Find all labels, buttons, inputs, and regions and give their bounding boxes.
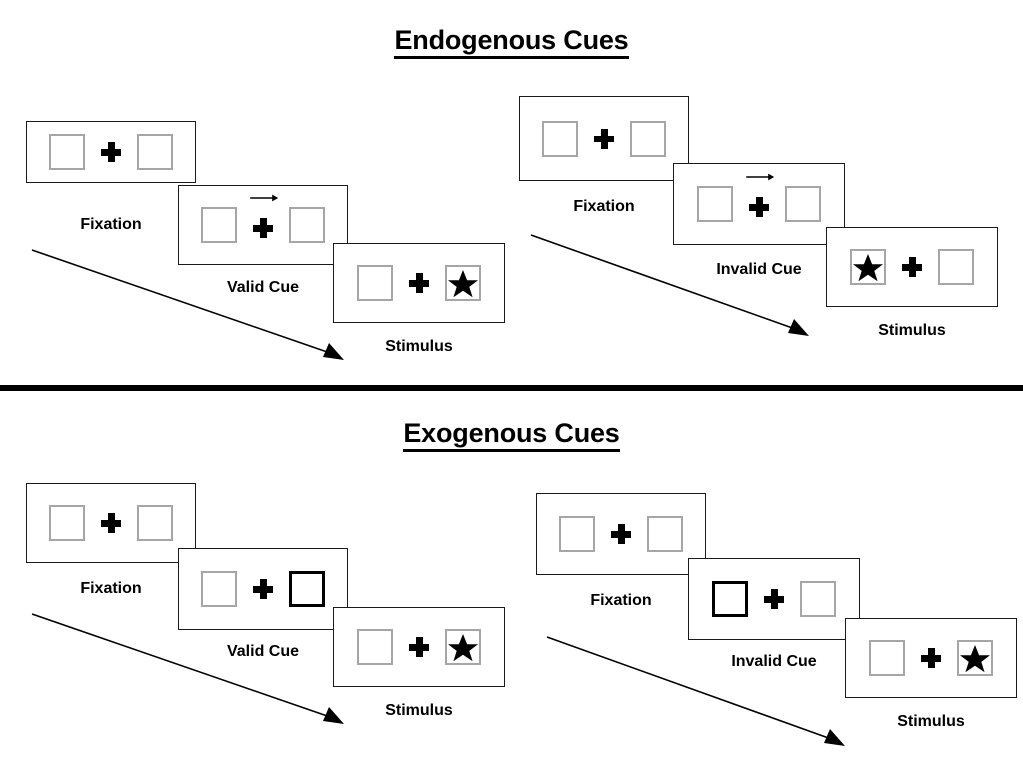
target-box-left	[201, 207, 237, 243]
caption-endogenous-valid-stimulus: Stimulus	[385, 338, 453, 355]
frame-content	[201, 194, 325, 243]
caption-exogenous-invalid-stimulus: Stimulus	[897, 713, 965, 730]
target-box-right	[800, 581, 836, 617]
fixation-cross-icon	[253, 579, 273, 599]
target-box-right	[445, 629, 481, 665]
target-box-left	[850, 249, 886, 285]
target-box-left	[49, 505, 85, 541]
fixation-gap	[733, 173, 785, 222]
trial-frame-exogenous-invalid-fixation	[536, 493, 706, 575]
target-box-right-cued	[289, 571, 325, 607]
fixation-cross-icon	[921, 648, 941, 668]
caption-endogenous-invalid-stimulus: Stimulus	[878, 322, 946, 339]
fixation-cross-icon	[253, 218, 273, 238]
trial-frame-exogenous-valid-cue	[178, 548, 348, 630]
caption-endogenous-valid-cue: Valid Cue	[226, 279, 300, 296]
frame-content	[542, 120, 666, 157]
frame-content	[850, 249, 974, 285]
target-box-right	[938, 249, 974, 285]
frame-content	[357, 629, 481, 665]
target-box-left	[559, 516, 595, 552]
fixation-gap	[595, 516, 647, 552]
frame-content	[697, 173, 821, 222]
star-target-icon	[448, 633, 478, 661]
caption-exogenous-valid-stimulus: Stimulus	[385, 702, 453, 719]
frame-content	[559, 516, 683, 552]
fixation-gap	[85, 134, 137, 170]
target-box-left	[542, 120, 578, 157]
caption-endogenous-valid-fixation: Fixation	[80, 216, 142, 233]
time-flow-arrow-icon	[546, 636, 845, 746]
section-title-endogenous: Endogenous Cues	[0, 25, 1023, 59]
trial-frame-endogenous-valid-cue	[178, 185, 348, 265]
section-divider	[0, 385, 1023, 391]
target-box-right	[137, 134, 173, 170]
fixation-gap	[393, 629, 445, 665]
target-box-left	[869, 640, 905, 676]
caption-exogenous-invalid-cue: Invalid Cue	[731, 653, 817, 670]
fixation-cross-icon	[611, 524, 631, 544]
target-box-left	[49, 134, 85, 170]
section-title-endogenous-text: Endogenous Cues	[394, 25, 629, 59]
fixation-gap	[237, 571, 289, 607]
fixation-gap	[905, 640, 957, 676]
target-box-right	[785, 186, 821, 222]
caption-endogenous-invalid-cue: Invalid Cue	[716, 261, 802, 278]
target-box-left	[357, 265, 393, 301]
fixation-cross-icon	[101, 142, 121, 162]
fixation-cross-icon	[101, 513, 121, 533]
fixation-gap	[393, 265, 445, 301]
fixation-cross-icon	[764, 589, 784, 609]
target-box-left	[357, 629, 393, 665]
fixation-cross-icon	[594, 128, 614, 149]
caption-endogenous-invalid-fixation: Fixation	[573, 198, 635, 215]
target-box-right	[647, 516, 683, 552]
star-target-icon	[960, 644, 990, 672]
trial-frame-exogenous-invalid-stimulus	[845, 618, 1017, 698]
trial-frame-exogenous-valid-fixation	[26, 483, 196, 563]
fixation-cross-icon	[409, 637, 429, 657]
right-arrow-cue-icon	[249, 193, 279, 203]
caption-exogenous-invalid-fixation: Fixation	[590, 592, 652, 609]
caption-exogenous-valid-fixation: Fixation	[80, 580, 142, 597]
right-arrow-cue-icon	[745, 172, 775, 182]
star-target-icon	[448, 269, 478, 297]
section-title-exogenous-text: Exogenous Cues	[403, 418, 620, 452]
frame-content	[201, 571, 325, 607]
fixation-gap	[748, 581, 800, 617]
target-box-right	[289, 207, 325, 243]
trial-frame-endogenous-valid-fixation	[26, 121, 196, 183]
target-box-right	[630, 120, 666, 157]
frame-content	[49, 134, 173, 170]
target-box-left	[201, 571, 237, 607]
trial-frame-exogenous-invalid-cue	[688, 558, 860, 640]
target-box-right	[445, 265, 481, 301]
target-box-left-cued	[712, 581, 748, 617]
fixation-gap	[886, 249, 938, 285]
fixation-cross-icon	[749, 197, 769, 217]
frame-content	[49, 505, 173, 541]
target-box-right	[137, 505, 173, 541]
frame-content	[357, 265, 481, 301]
time-flow-arrow-icon	[530, 234, 809, 336]
fixation-gap	[237, 194, 289, 243]
fixation-gap	[85, 505, 137, 541]
fixation-gap	[578, 121, 630, 157]
fixation-cross-icon	[902, 257, 922, 277]
target-box-right	[957, 640, 993, 676]
frame-content	[869, 640, 993, 676]
trial-frame-exogenous-valid-stimulus	[333, 607, 505, 687]
fixation-cross-icon	[409, 273, 429, 293]
trial-frame-endogenous-invalid-stimulus	[826, 227, 998, 307]
caption-exogenous-valid-cue: Valid Cue	[226, 643, 300, 660]
trial-frame-endogenous-valid-stimulus	[333, 243, 505, 323]
star-target-icon	[853, 253, 883, 281]
trial-frame-endogenous-invalid-cue	[673, 163, 845, 245]
section-title-exogenous: Exogenous Cues	[0, 418, 1023, 452]
trial-frame-endogenous-invalid-fixation	[519, 96, 689, 181]
target-box-left	[697, 186, 733, 222]
frame-content	[712, 581, 836, 617]
